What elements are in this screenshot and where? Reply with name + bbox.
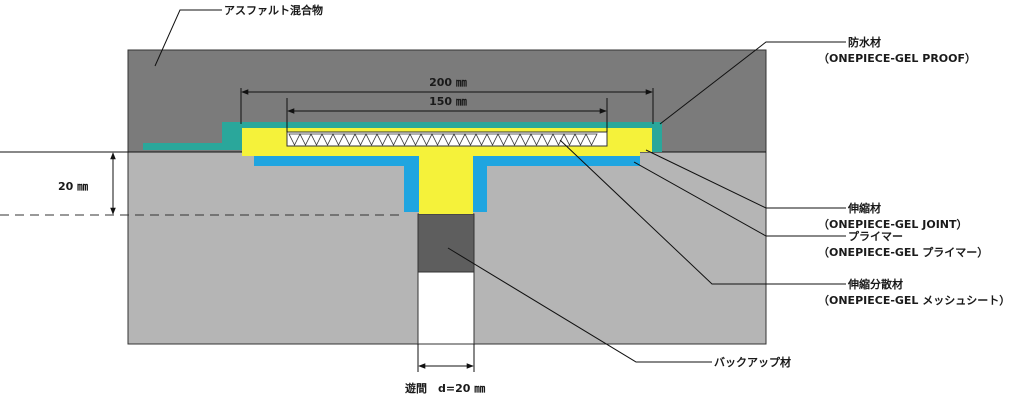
- mesh-triangle: [552, 133, 565, 146]
- leader-joint: [645, 149, 846, 209]
- label-waterproof-jp: 防水材: [848, 35, 881, 49]
- gap-label: 遊間 d=20 ㎜: [405, 381, 485, 395]
- mesh-triangle: [431, 133, 444, 146]
- mesh-triangle: [288, 133, 301, 146]
- mesh-triangle: [365, 133, 378, 146]
- label-joint-en: （ONEPIECE-GEL JOINT）: [818, 218, 968, 231]
- mesh-triangle: [530, 133, 543, 146]
- backup-material: [417, 213, 475, 273]
- mesh-sheet-pattern: [288, 133, 598, 146]
- label-backup: バックアップ材: [714, 355, 791, 369]
- mesh-triangle: [475, 133, 488, 146]
- mesh-triangle: [574, 133, 587, 146]
- mesh-triangle: [376, 133, 389, 146]
- leader-backup: [447, 247, 712, 363]
- mesh-triangle: [409, 133, 422, 146]
- mesh-triangle: [519, 133, 532, 146]
- leader-mesh: [559, 139, 846, 285]
- mesh-triangle: [387, 133, 400, 146]
- mesh-triangle: [332, 133, 345, 146]
- mesh-triangle: [497, 133, 510, 146]
- mesh-triangle: [442, 133, 455, 146]
- mesh-triangle: [453, 133, 466, 146]
- label-primer-jp: プライマー: [848, 229, 903, 243]
- mesh-triangle: [508, 133, 521, 146]
- mesh-triangle: [420, 133, 433, 146]
- mesh-triangle: [354, 133, 367, 146]
- mesh-triangle: [486, 133, 499, 146]
- mesh-triangle: [398, 133, 411, 146]
- label-primer-en: （ONEPIECE-GEL プライマー）: [818, 245, 988, 259]
- mesh-triangle: [464, 133, 477, 146]
- mesh-triangle: [541, 133, 554, 146]
- dimension-150-label: 150 ㎜: [429, 95, 467, 108]
- label-asphalt: アスファルト混合物: [224, 3, 323, 17]
- label-joint-jp: 伸縮材: [847, 201, 881, 215]
- leader-asphalt: [154, 9, 222, 67]
- label-waterproof-en: （ONEPIECE-GEL PROOF）: [818, 52, 976, 65]
- mesh-triangle: [299, 133, 312, 146]
- mesh-triangle: [310, 133, 323, 146]
- leader-primer: [633, 161, 846, 237]
- label-mesh-en: （ONEPIECE-GEL メッシュシート）: [818, 294, 1010, 307]
- mesh-triangle: [585, 133, 598, 146]
- mesh-triangle: [321, 133, 334, 146]
- dimension-depth-label: 20 ㎜: [58, 180, 88, 193]
- label-mesh-jp: 伸縮分散材: [847, 277, 903, 291]
- dimension-200-label: 200 ㎜: [429, 76, 467, 89]
- leader-waterproof: [659, 41, 846, 125]
- mesh-triangle: [563, 133, 576, 146]
- expansion-joint-material: [242, 128, 652, 214]
- mesh-triangle: [343, 133, 356, 146]
